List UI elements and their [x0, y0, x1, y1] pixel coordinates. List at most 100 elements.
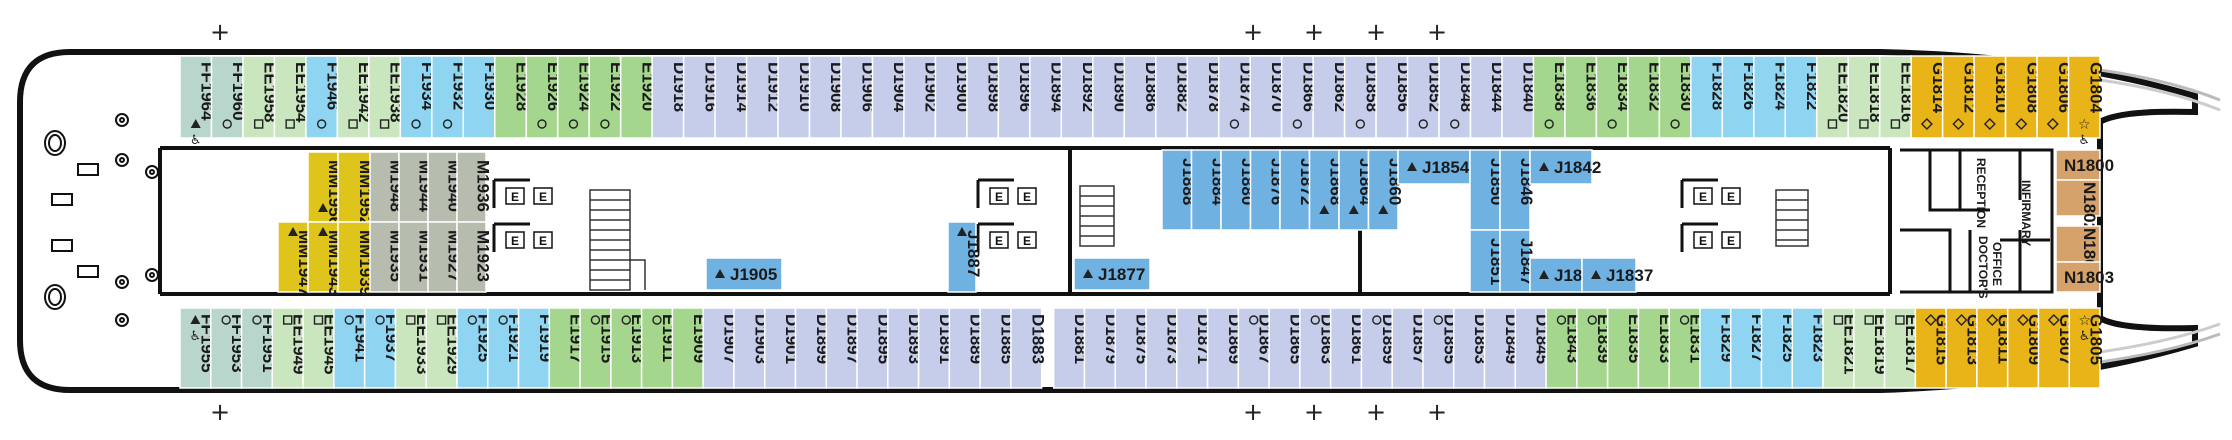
- cabin-fill: [336, 55, 370, 139]
- cabin-fill: [425, 307, 458, 389]
- cabin-e1922[interactable]: E1922: [588, 55, 626, 139]
- cabin-d1883[interactable]: D1883: [1010, 307, 1047, 389]
- cabin-fill: [517, 307, 551, 389]
- cabin-m1936[interactable]: M1936: [456, 151, 493, 223]
- cabin-fill: [1545, 307, 1578, 389]
- cabin-fill: [934, 55, 968, 139]
- circle-icon: [652, 315, 662, 325]
- cabin-e1913[interactable]: E1913: [610, 307, 647, 389]
- cabin-fill: [1220, 149, 1252, 231]
- triangle-icon: [1407, 162, 1417, 171]
- cabin-label: J1837: [1606, 266, 1653, 285]
- bow-line-bottom: [2099, 332, 2221, 364]
- cabin-m1935[interactable]: M1935: [369, 221, 406, 293]
- star-icon: ☆: [2078, 117, 2091, 133]
- cabin-g1805[interactable]: G1805☆♿: [2068, 307, 2106, 389]
- square-icon: [1864, 315, 1874, 325]
- cabin-d1894[interactable]: D1894: [1029, 55, 1067, 139]
- square-icon: [1895, 315, 1905, 325]
- cabin-j1842[interactable]: J1842: [1529, 149, 1601, 185]
- cabin-j1854[interactable]: J1854: [1397, 149, 1471, 185]
- cabin-j1837[interactable]: J1837: [1581, 257, 1653, 293]
- cabin-j1877[interactable]: J1877: [1073, 257, 1151, 291]
- cabin-e1843[interactable]: E1843: [1545, 307, 1582, 389]
- cabin-ee1821[interactable]: EE1821: [1822, 307, 1859, 389]
- cabin-fill: [2037, 307, 2070, 389]
- circle-icon: [411, 119, 421, 129]
- cabin-fill: [1973, 55, 2007, 139]
- cabin-e1911[interactable]: E1911: [640, 307, 678, 389]
- cabin-fill: [1914, 307, 1947, 389]
- cabin-d1898[interactable]: D1898: [966, 55, 1004, 139]
- diamond-icon: [2047, 314, 2060, 326]
- elevator-icon: E: [995, 234, 1003, 248]
- cabin-m1923[interactable]: M1923: [456, 221, 493, 293]
- circle-icon: [1292, 119, 1303, 129]
- cabin-n1802[interactable]: N1802: [2055, 179, 2101, 232]
- cabin-ff1960[interactable]: FF1960: [210, 55, 248, 139]
- diamond-icon: [1924, 314, 1937, 326]
- square-icon: [253, 119, 264, 129]
- triangle-icon: [1348, 205, 1359, 214]
- cabin-g1804[interactable]: G1804 ☆♿: [2067, 55, 2106, 148]
- plus-marker: +: [1366, 18, 1386, 46]
- elevator-icon: E: [995, 190, 1003, 204]
- cabin-f1822[interactable]: F1822: [1784, 55, 1822, 139]
- cabin-m1940[interactable]: M1940: [427, 151, 464, 223]
- cabin-d1845[interactable]: D1845: [1514, 307, 1552, 389]
- triangle-icon: [1591, 270, 1601, 279]
- cabin-j1847[interactable]: J1847: [1499, 229, 1536, 293]
- cabin-d1870[interactable]: D1870: [1249, 55, 1287, 139]
- cabin-fill: [1529, 257, 1583, 293]
- cabin-fill: [640, 307, 674, 389]
- cabin-j1905[interactable]: J1905: [705, 257, 783, 291]
- cabin-m1931[interactable]: M1931: [398, 221, 435, 293]
- circle-icon: [344, 315, 354, 325]
- cabin-d1907[interactable]: D1907: [702, 307, 740, 389]
- cabin-fill: [1114, 307, 1147, 389]
- cabin-fill: [1452, 307, 1486, 389]
- cabin-fill: [610, 307, 643, 389]
- plus-marker: +: [1243, 398, 1263, 426]
- cabin-fill: [1312, 55, 1346, 139]
- cabin-d1902[interactable]: D1902: [903, 55, 941, 139]
- plus-marker: +: [1243, 18, 1263, 46]
- cabin-d1885[interactable]: D1885: [979, 307, 1017, 389]
- cabin-n1803[interactable]: N1803: [2055, 261, 2114, 293]
- cabin-fill: [394, 307, 427, 389]
- triangle-icon: [715, 269, 725, 278]
- cabin-e1836[interactable]: E1836: [1564, 55, 1602, 139]
- triangle-icon: [1539, 270, 1549, 279]
- cabin-fill: [1606, 307, 1640, 389]
- cabin-fill: [368, 55, 402, 139]
- cabin-d1849[interactable]: D1849: [1483, 307, 1521, 389]
- cabin-d1853[interactable]: D1853: [1452, 307, 1490, 389]
- square-icon: [1833, 315, 1844, 325]
- cabin-fill: [671, 307, 704, 389]
- circle-icon: [498, 315, 508, 325]
- cabin-e1833[interactable]: E1833: [1637, 307, 1675, 389]
- elevator-icon: E: [539, 190, 547, 204]
- cabin-fill: [1083, 307, 1116, 389]
- circle-icon: [1587, 315, 1597, 325]
- wheelchair-icon: ♿: [2078, 133, 2090, 148]
- cabin-label: J1905: [730, 265, 777, 284]
- cabin-n1801[interactable]: N1801: [2055, 225, 2101, 278]
- cabin-label: N1800: [2064, 156, 2114, 175]
- cabin-g1809[interactable]: G1809: [2006, 307, 2044, 389]
- cabin-label: J1877: [1098, 265, 1145, 284]
- cabin-fill: [486, 307, 520, 389]
- cabin-d1882[interactable]: D1882: [1154, 55, 1193, 139]
- cabin-d1895[interactable]: D1895: [856, 307, 893, 389]
- cabin-n1800[interactable]: N1800: [2055, 149, 2114, 181]
- cabin-fill: [1784, 55, 1818, 139]
- cabin-label: G1804: [2086, 62, 2105, 114]
- triangle-icon: [190, 315, 201, 324]
- elevator-bank: E: [492, 178, 530, 208]
- cabin-fill: [1878, 55, 1912, 139]
- cabin-d1916[interactable]: D1916: [682, 55, 721, 139]
- cabin-j1887[interactable]: J1887: [947, 221, 983, 293]
- cabin-d1859[interactable]: D1859: [1360, 307, 1398, 389]
- elevator-bank: E: [1721, 231, 1741, 249]
- circle-icon: [1556, 315, 1567, 325]
